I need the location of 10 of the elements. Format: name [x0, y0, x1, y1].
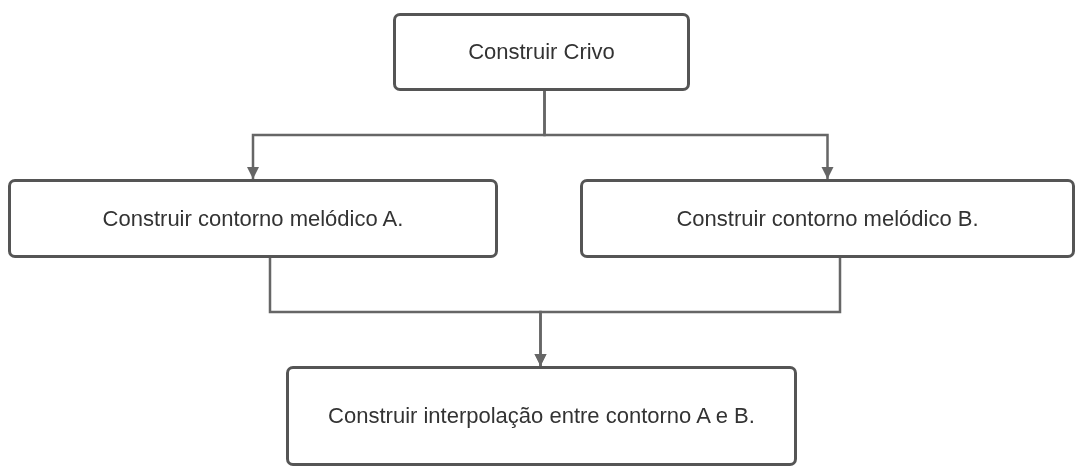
- connector-arrow: [543, 91, 834, 179]
- box-label: Construir interpolação entre contorno A e B.: [328, 402, 755, 431]
- connector-arrow: [534, 258, 842, 366]
- process-box: [393, 13, 690, 91]
- box-label: Construir Crivo: [468, 38, 615, 67]
- box-label: Construir contorno melódico A.: [102, 204, 404, 233]
- process-box: [286, 366, 797, 466]
- box-label: Construir contorno melódico B.: [676, 204, 979, 233]
- process-box: [580, 179, 1075, 258]
- process-box: [8, 179, 498, 258]
